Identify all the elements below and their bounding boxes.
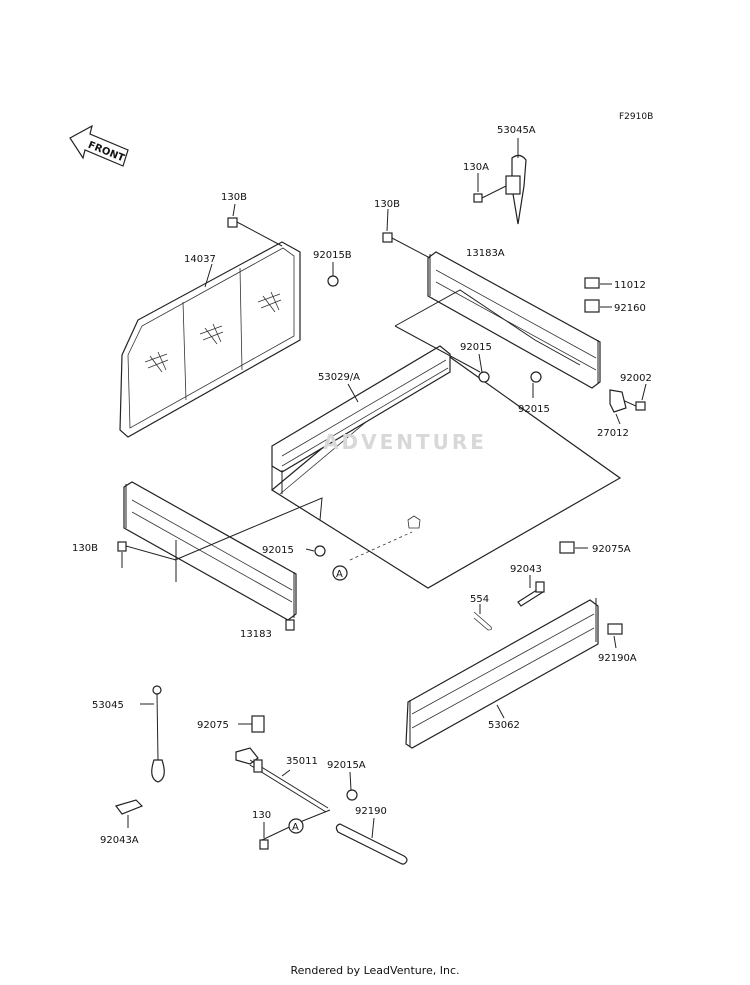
callout-53029A: 53029/A (318, 372, 360, 383)
clip-92043A (115, 799, 144, 828)
callout-92160: 92160 (614, 303, 646, 314)
bolt-130B-left (117, 541, 177, 568)
svg-text:A: A (336, 569, 343, 580)
callout-92015B: 92015B (313, 250, 352, 261)
tailgate (405, 598, 599, 749)
callout-13183A: 13183A (466, 248, 505, 259)
callout-130B-top-right: 130B (374, 199, 400, 210)
nut-92015-mid (530, 371, 542, 398)
watermark: ADVENTURE (323, 430, 487, 454)
bolt-130 (259, 822, 269, 850)
reference-circle-a-2: A (288, 818, 304, 834)
callout-11012: 11012 (614, 280, 646, 291)
callout-92190A: 92190A (598, 653, 637, 664)
figure-code: F2910B (619, 112, 654, 122)
nut-92015-low (305, 545, 326, 557)
callout-92015A: 92015A (327, 760, 366, 771)
callout-130B-top-left: 130B (221, 192, 247, 203)
rear-window-panel (119, 241, 301, 438)
callout-92002: 92002 (620, 373, 652, 384)
cap-11012 (584, 277, 612, 289)
callout-130: 130 (252, 810, 271, 821)
cargo-bed (270, 345, 622, 589)
rod-35011 (235, 747, 331, 841)
nut-92015-top (478, 353, 490, 383)
svg-text:A: A (292, 822, 299, 833)
side-gate-left (123, 481, 297, 631)
callout-92075A: 92075A (592, 544, 631, 555)
cap-92075A (559, 541, 588, 554)
bolt-130A (473, 173, 507, 203)
latch-53045A (505, 138, 527, 225)
callout-92015-mid: 92015 (518, 404, 550, 415)
callout-53045A: 53045A (497, 125, 536, 136)
front-arrow-icon: FRONT (69, 124, 129, 167)
nut-92015A (346, 771, 358, 801)
callout-130A: 130A (463, 162, 489, 173)
callout-92043A: 92043A (100, 835, 139, 846)
callout-27012: 27012 (597, 428, 629, 439)
callout-92075: 92075 (197, 720, 229, 731)
cushion-92160 (584, 299, 612, 313)
callout-92190: 92190 (355, 806, 387, 817)
clip-554 (473, 604, 492, 631)
side-gate-right (427, 251, 601, 389)
callout-92043: 92043 (510, 564, 542, 575)
callout-130B-left: 130B (72, 543, 98, 554)
callout-14037: 14037 (184, 254, 216, 265)
callout-92015-low: 92015 (262, 545, 294, 556)
bolt-130B-top-right (382, 208, 431, 259)
callout-53062: 53062 (488, 720, 520, 731)
pin-92043 (517, 575, 545, 607)
nut-92015B (327, 262, 339, 287)
callout-35011: 35011 (286, 756, 318, 767)
cap-92075 (238, 715, 265, 733)
callout-53045: 53045 (92, 700, 124, 711)
cable-53045 (140, 685, 165, 783)
reference-circle-a-1: A (332, 565, 348, 581)
callout-92015-top: 92015 (460, 342, 492, 353)
tube-92190 (335, 817, 408, 865)
bolt-130B-top-left (227, 217, 283, 247)
bracket-27012 (609, 389, 627, 425)
footer-credit: Rendered by LeadVenture, Inc. (290, 964, 460, 977)
bushing-92190A (607, 623, 623, 649)
callout-13183: 13183 (240, 629, 272, 640)
callout-554: 554 (470, 594, 489, 605)
